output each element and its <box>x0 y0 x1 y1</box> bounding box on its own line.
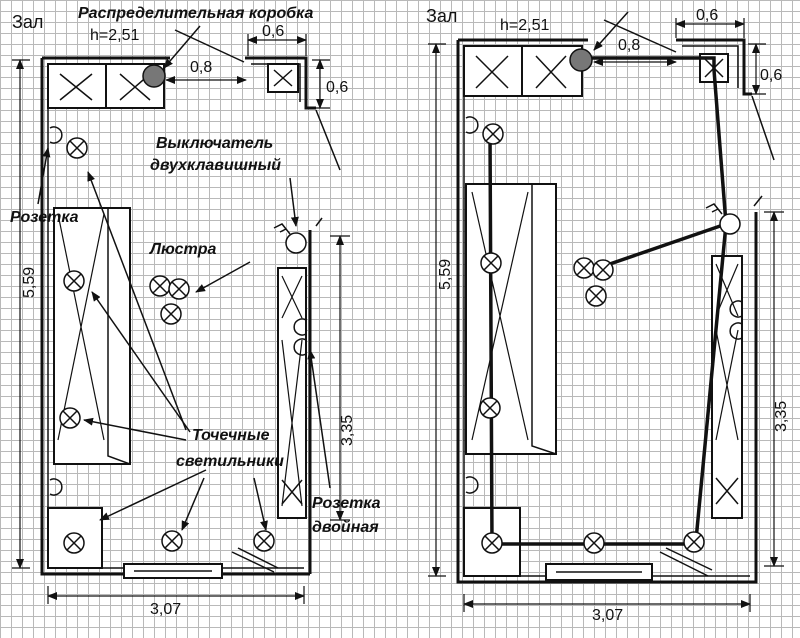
right-dim-0-8: 0,8 <box>618 37 640 54</box>
dim-0-6-top: 0,6 <box>262 23 284 40</box>
chandelier-icon <box>573 257 614 307</box>
right-dim-3-35: 3,35 <box>773 401 790 432</box>
right-dim-0-6-side: 0,6 <box>760 67 782 84</box>
spotlight-icon <box>63 532 85 554</box>
junction-box-icon <box>569 48 593 72</box>
switch-icon <box>273 223 307 254</box>
spotlight-icon <box>63 270 85 292</box>
left-height-label: h=2,51 <box>90 27 139 44</box>
dim-0-6-side: 0,6 <box>326 79 348 96</box>
socket-label: Розетка <box>10 209 79 226</box>
socket-icon <box>465 116 479 134</box>
right-dim-0-6-top: 0,6 <box>696 7 718 24</box>
double-socket-label-line2: двойная <box>312 519 379 536</box>
spotlight-icon <box>683 531 705 553</box>
double-socket-icon <box>293 318 307 356</box>
dim-3-35: 3,35 <box>339 415 356 446</box>
right-dim-3-07: 3,07 <box>592 607 623 624</box>
spotlight-icon <box>66 137 88 159</box>
chandelier-icon <box>149 275 190 325</box>
junction-box-label: Распределительная коробка <box>78 5 313 22</box>
socket-icon <box>49 126 63 144</box>
spotlight-icon <box>583 532 605 554</box>
spotlight-icon <box>480 252 502 274</box>
socket-icon <box>49 478 63 496</box>
double-socket-label-line1: Розетка <box>312 495 381 512</box>
dim-3-07: 3,07 <box>150 601 181 618</box>
chandelier-label: Люстра <box>149 241 217 258</box>
right-fixtures <box>465 48 743 554</box>
spotlight-icon <box>161 530 183 552</box>
spotlight-icon <box>253 530 275 552</box>
spotlights-label-line2: светильники <box>176 453 284 470</box>
junction-box-icon <box>142 64 166 88</box>
spotlight-icon <box>482 123 504 145</box>
switch-label-line1: Выключатель <box>156 135 273 152</box>
left-dimensions <box>12 34 350 604</box>
left-fixtures <box>49 64 307 554</box>
right-dim-5-59: 5,59 <box>437 259 454 290</box>
socket-icon <box>465 476 479 494</box>
dim-5-59: 5,59 <box>21 267 38 298</box>
switch-label-line2: двухклавишный <box>150 157 281 174</box>
right-dimensions <box>428 18 784 612</box>
dim-0-8: 0,8 <box>190 59 212 76</box>
right-title: Зал <box>426 6 457 26</box>
spotlight-icon <box>479 397 501 419</box>
switch-icon <box>705 203 741 235</box>
left-title: Зал <box>12 12 43 32</box>
right-leader-arrows <box>593 11 677 53</box>
double-socket-icon <box>729 300 743 340</box>
left-leader-arrows <box>37 25 331 531</box>
spotlights-label-line1: Точечные <box>192 427 270 444</box>
right-height-label: h=2,51 <box>500 17 549 34</box>
spotlight-icon <box>59 407 81 429</box>
spotlight-icon <box>481 532 503 554</box>
right-plan <box>456 38 775 584</box>
